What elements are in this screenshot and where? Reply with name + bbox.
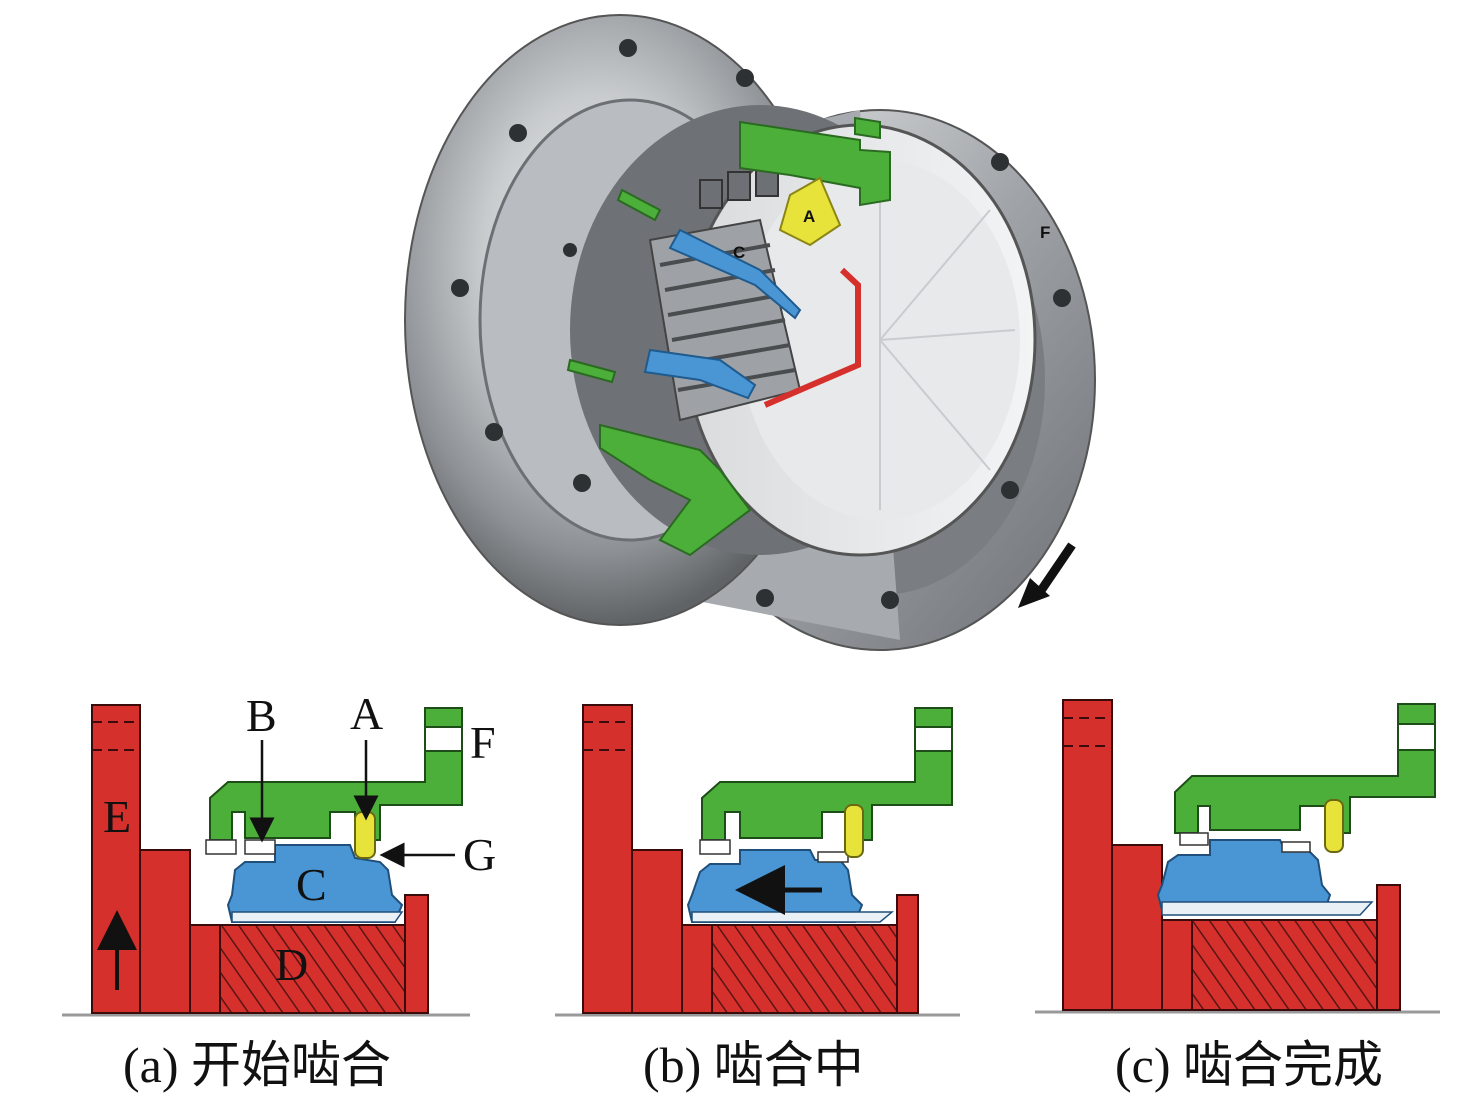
red-shaft-line	[763, 267, 861, 408]
clutch-cutaway-photo: A C F	[404, 14, 1096, 651]
photo-label-c: C	[733, 243, 745, 262]
label-g: G	[463, 829, 496, 880]
label-c: C	[296, 859, 327, 910]
rotation-arrow	[1018, 542, 1076, 608]
panel-a: B A F E G C D (a) 开始啮合	[62, 688, 496, 1093]
label-d: D	[275, 939, 308, 990]
label-b: B	[246, 690, 277, 741]
photo-label-a: A	[803, 207, 815, 226]
caption-a: (a) 开始啮合	[123, 1037, 391, 1093]
caption-c: (c) 啮合完成	[1115, 1037, 1383, 1093]
green-sleeve-lower	[566, 358, 752, 557]
label-e: E	[103, 791, 131, 842]
label-f: F	[470, 717, 496, 768]
caption-b: (b) 啮合中	[643, 1037, 864, 1093]
panel-c: (c) 啮合完成	[1035, 699, 1440, 1093]
yellow-pawl: A	[778, 176, 842, 247]
photo-label-f: F	[1040, 223, 1050, 242]
green-sleeve-upper	[616, 116, 891, 222]
panel-b: (b) 啮合中	[555, 704, 960, 1093]
label-a: A	[350, 688, 383, 739]
blue-sliding-part	[643, 228, 802, 400]
